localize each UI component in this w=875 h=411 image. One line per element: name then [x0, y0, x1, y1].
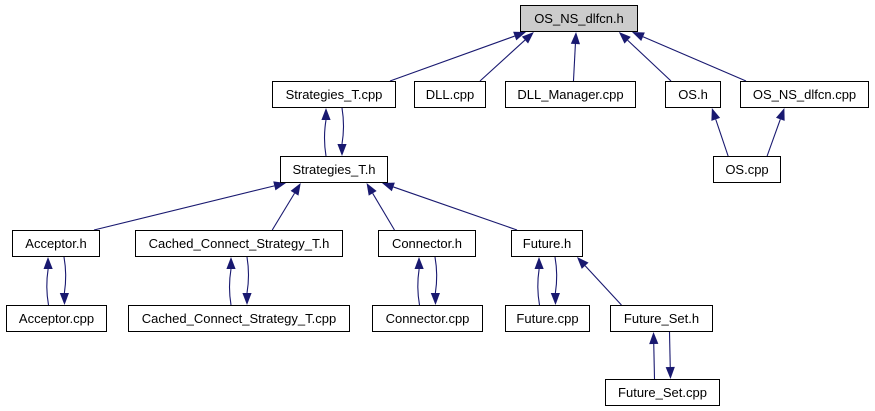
graph-edge-connector_h-to-connector_cpp: [430, 256, 440, 305]
graph-node-future_h[interactable]: Future.h: [511, 230, 583, 257]
graph-node-os_ns_dlfcn_h[interactable]: OS_NS_dlfcn.h: [520, 5, 638, 32]
graph-node-dll_cpp[interactable]: DLL.cpp: [414, 81, 486, 108]
graph-edge-acceptor_h-to-strategies_t_h: [93, 181, 286, 231]
arrowhead: [618, 32, 631, 44]
graph-edge-dll_manager_cpp-to-os_ns_dlfcn_h: [570, 32, 580, 82]
arrowhead: [577, 257, 589, 269]
graph-node-future_cpp[interactable]: Future.cpp: [505, 305, 590, 332]
graph-node-label: Future.h: [522, 236, 572, 251]
graph-node-label: Connector.h: [391, 236, 463, 251]
graph-node-cached_connect_strategy_t_h[interactable]: Cached_Connect_Strategy_T.h: [135, 230, 343, 257]
graph-edge-future_cpp-to-future_h: [534, 257, 544, 306]
graph-node-os_ns_dlfcn_cpp[interactable]: OS_NS_dlfcn.cpp: [740, 81, 869, 108]
graph-node-cached_connect_strategy_t_cpp[interactable]: Cached_Connect_Strategy_T.cpp: [128, 305, 350, 332]
graph-edge-acceptor_h-to-acceptor_cpp: [59, 256, 69, 305]
arrowhead: [290, 183, 301, 196]
arrowhead: [226, 257, 236, 269]
graph-edge-os_ns_dlfcn_cpp-to-os_ns_dlfcn_h: [632, 32, 747, 82]
graph-node-connector_cpp[interactable]: Connector.cpp: [372, 305, 483, 332]
graph-edge-os_cpp-to-os_ns_dlfcn_cpp: [766, 108, 785, 157]
arrowhead: [43, 257, 53, 270]
graph-edge-future_h-to-future_cpp: [550, 256, 560, 305]
graph-node-label: Acceptor.h: [25, 236, 87, 251]
graph-edge-future_h-to-strategies_t_h: [382, 182, 518, 231]
graph-edge-strategies_t_h-to-strategies_t_cpp: [321, 108, 331, 157]
graph-edge-cached_connect_strategy_t_h-to-strategies_t_h: [271, 183, 301, 231]
graph-node-label: Future.cpp: [516, 311, 579, 326]
arrowhead: [534, 257, 544, 270]
arrowhead: [649, 332, 659, 345]
arrowhead: [59, 292, 69, 305]
graph-edge-acceptor_cpp-to-acceptor_h: [43, 257, 53, 306]
graph-node-strategies_t_h[interactable]: Strategies_T.h: [280, 156, 388, 183]
arrowhead: [366, 183, 377, 196]
graph-node-label: Future_Set.cpp: [618, 385, 707, 400]
graph-node-acceptor_h[interactable]: Acceptor.h: [12, 230, 100, 257]
arrowhead: [665, 366, 675, 379]
graph-edge-future_set_h-to-future_set_cpp: [665, 331, 675, 379]
graph-node-label: OS_NS_dlfcn.h: [534, 11, 624, 26]
graph-node-dll_manager_cpp[interactable]: DLL_Manager.cpp: [505, 81, 636, 108]
arrowhead: [337, 144, 347, 156]
graph-node-os_h[interactable]: OS.h: [665, 81, 721, 108]
arrowhead: [775, 108, 785, 121]
graph-node-future_set_h[interactable]: Future_Set.h: [610, 305, 713, 332]
arrowhead: [414, 257, 424, 270]
graph-node-label: Connector.cpp: [385, 311, 470, 326]
graph-edge-strategies_t_cpp-to-os_ns_dlfcn_h: [389, 31, 526, 82]
arrowhead: [632, 32, 645, 41]
graph-node-label: Strategies_T.h: [292, 162, 376, 177]
graph-node-connector_h[interactable]: Connector.h: [378, 230, 476, 257]
graph-node-label: OS.cpp: [725, 162, 769, 177]
graph-edge-dll_cpp-to-os_ns_dlfcn_h: [479, 32, 534, 82]
graph-node-strategies_t_cpp[interactable]: Strategies_T.cpp: [272, 81, 396, 108]
graph-node-label: DLL.cpp: [425, 87, 475, 102]
graph-node-label: Future_Set.h: [623, 311, 700, 326]
graph-node-label: Cached_Connect_Strategy_T.h: [148, 236, 330, 251]
graph-edge-cached_connect_strategy_t_h-to-cached_connect_strategy_t_cpp: [242, 256, 252, 305]
graph-node-label: DLL_Manager.cpp: [517, 87, 624, 102]
arrowhead: [570, 32, 580, 45]
graph-node-acceptor_cpp[interactable]: Acceptor.cpp: [6, 305, 107, 332]
graph-node-label: OS_NS_dlfcn.cpp: [752, 87, 857, 102]
arrowhead: [382, 182, 395, 192]
arrowhead: [711, 108, 721, 121]
arrowhead: [521, 32, 534, 44]
graph-edge-os_h-to-os_ns_dlfcn_h: [618, 32, 672, 82]
graph-edge-connector_cpp-to-connector_h: [414, 257, 424, 306]
graph-node-label: OS.h: [678, 87, 708, 102]
graph-node-os_cpp[interactable]: OS.cpp: [713, 156, 781, 183]
graph-edge-strategies_t_cpp-to-strategies_t_h: [337, 107, 347, 156]
graph-edge-cached_connect_strategy_t_cpp-to-cached_connect_strategy_t_h: [226, 257, 236, 306]
graph-node-future_set_cpp[interactable]: Future_Set.cpp: [605, 379, 720, 406]
graph-node-label: Acceptor.cpp: [18, 311, 95, 326]
arrowhead: [242, 293, 252, 305]
arrowhead: [430, 292, 440, 305]
graph-edge-connector_h-to-strategies_t_h: [366, 183, 395, 231]
graph-edge-future_set_cpp-to-future_set_h: [649, 332, 659, 380]
graph-node-label: Strategies_T.cpp: [285, 87, 383, 102]
graph-edge-future_set_h-to-future_h: [577, 257, 622, 306]
graph-edge-os_cpp-to-os_h: [711, 108, 729, 157]
arrowhead: [321, 108, 331, 120]
graph-node-label: Cached_Connect_Strategy_T.cpp: [141, 311, 337, 326]
arrowhead: [513, 31, 526, 41]
arrowhead: [550, 292, 560, 305]
